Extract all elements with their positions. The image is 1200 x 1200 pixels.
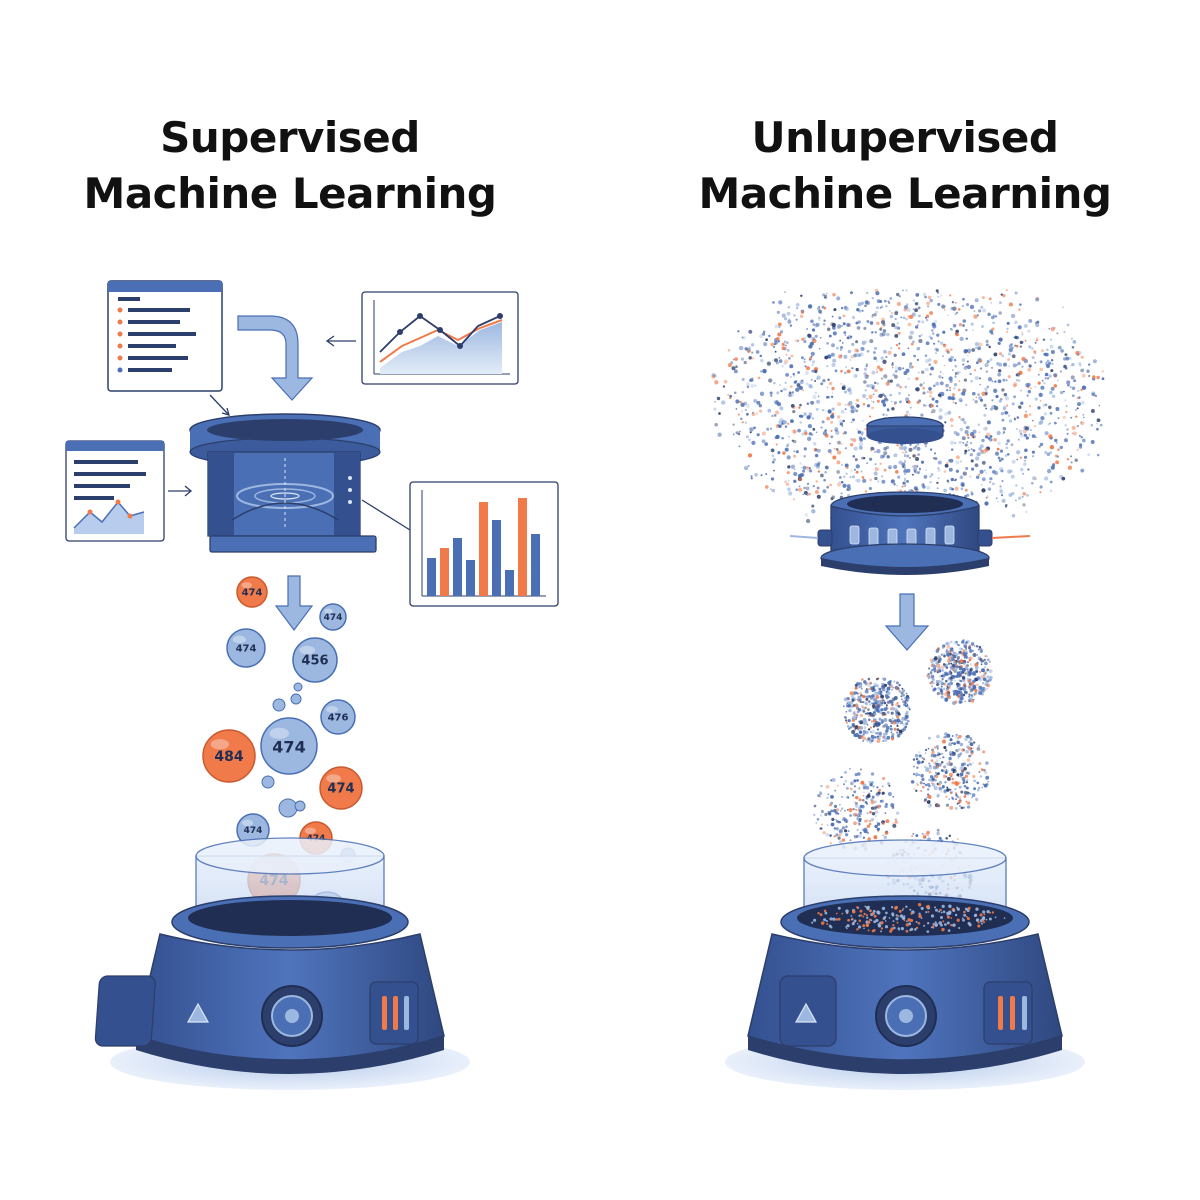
down-arrow-supervised: [274, 575, 314, 631]
bar-chart-card: [409, 481, 559, 607]
down-arrow-unsupervised: [884, 593, 930, 651]
curved-down-arrow: [237, 315, 314, 401]
bubble-label: 456: [301, 654, 328, 669]
supervised-output-container: [94, 837, 470, 1090]
output-bubble: 474: [260, 717, 318, 775]
bubble-label: 474: [244, 826, 263, 836]
pointer-arrow: [209, 394, 229, 415]
supervised-model-unit: [189, 413, 381, 553]
bubble-label: 474: [327, 782, 354, 797]
output-bubble: 474: [319, 766, 363, 810]
supervised-title: Supervised Machine Learning: [40, 110, 540, 222]
bubble-label: 474: [324, 613, 343, 623]
supervised-title-line2: Machine Learning: [83, 169, 497, 218]
output-bubble: 484: [202, 729, 256, 783]
unsupervised-title-line2: Machine Learning: [698, 169, 1112, 218]
data-cluster: [926, 639, 993, 705]
bubble-label: 484: [214, 749, 243, 765]
line-chart-card: [361, 291, 519, 385]
bubble-label: 474: [236, 644, 257, 655]
supervised-title-line1: Supervised: [160, 113, 420, 162]
unsupervised-output-container: [725, 839, 1085, 1090]
data-cluster: [813, 767, 900, 852]
output-bubble: 456: [292, 637, 338, 683]
unsupervised-title: Unlupervised Machine Learning: [655, 110, 1155, 222]
output-bubble: 474: [236, 576, 268, 608]
output-bubble: 476: [320, 699, 356, 735]
output-bubble: 474: [319, 603, 347, 631]
bubble-label: 474: [272, 738, 305, 757]
data-cluster: [843, 677, 911, 744]
data-cluster: [910, 732, 990, 810]
output-bubble: 474: [226, 628, 266, 668]
bubble-label: 476: [328, 713, 349, 724]
training-data-card: [65, 440, 165, 542]
bubble-label: 474: [242, 588, 263, 599]
labeled-data-document: [107, 280, 223, 392]
unsupervised-clustering-unit: [789, 416, 1031, 575]
unsupervised-title-line1: Unlupervised: [751, 113, 1059, 162]
